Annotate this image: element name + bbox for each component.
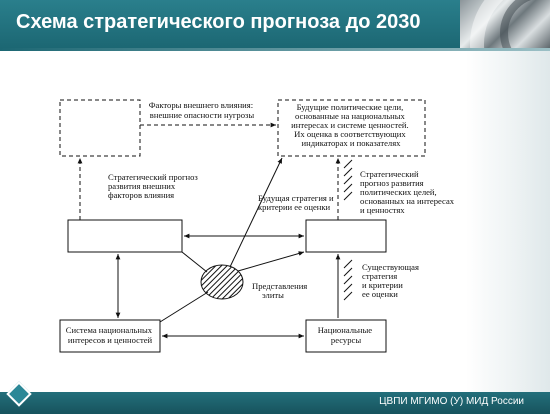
external-factors-box (59, 99, 141, 157)
title-underline (0, 48, 550, 51)
title-bar (0, 0, 550, 48)
future-goals-box (277, 99, 426, 157)
label-forecast-external: Стратегический прогноз развития внешних … (108, 172, 200, 200)
label-existing-strategy: Существующая стратегия и критерии ее оце… (362, 262, 421, 299)
label-external-factors: Факторы внешнего влияния: внешние опасно… (149, 100, 256, 120)
arrow-elite-to-goals (229, 157, 283, 268)
line-left-to-elite (181, 251, 208, 273)
slide-title: Схема стратегического прогноза до 2030 (16, 11, 421, 33)
footer-bar (0, 392, 550, 414)
label-national-system: Система национальных интересов и ценност… (66, 325, 155, 345)
arrow-elite-to-right-box (237, 251, 305, 272)
national-system-box (59, 319, 161, 353)
footer-org-text: ЦВПИ МГИМО (У) МИД России (379, 396, 524, 407)
label-future-strategy: Будущая стратегия и критерии ее оценки (258, 193, 336, 212)
title-decoration-image (460, 0, 550, 48)
side-decoration (466, 48, 550, 396)
line-system-to-elite (159, 291, 209, 323)
label-forecast-political: Стратегический прогноз развития политиче… (360, 169, 456, 215)
label-national-resources: Национальные ресурсы (318, 325, 375, 345)
forecast-left-box (67, 219, 183, 253)
hatch-ticks-upper (343, 159, 353, 201)
elite-ellipse (200, 264, 244, 300)
national-resources-box (305, 319, 387, 353)
label-future-goals: Будущие политические цели, основанные на… (291, 102, 411, 148)
label-elite-views: Представления элиты (252, 281, 309, 300)
forecast-right-box (305, 219, 387, 253)
hatch-ticks-lower (343, 259, 353, 301)
